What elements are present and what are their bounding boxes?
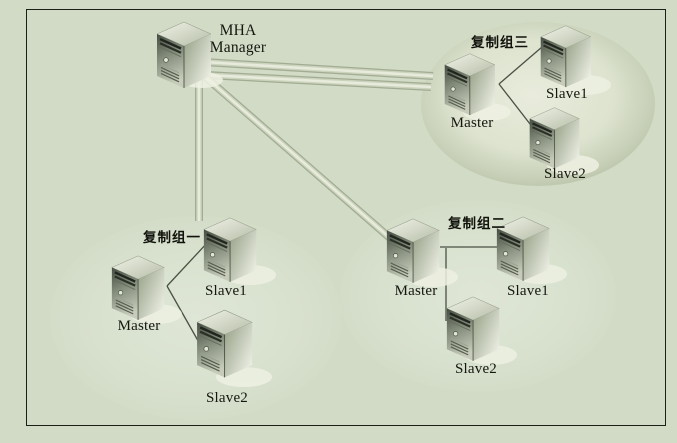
group1-halo bbox=[50, 216, 342, 420]
group2-slave1-label: Slave1 bbox=[506, 283, 550, 299]
group2-slave2-server-icon bbox=[445, 295, 501, 363]
line-g3-master-slave1 bbox=[498, 46, 543, 85]
line-g1-master-slave1 bbox=[166, 241, 209, 287]
mha-manager-server-icon bbox=[155, 20, 213, 90]
group2-master-server-icon bbox=[385, 217, 441, 285]
group1-slave2-server-icon bbox=[195, 308, 254, 379]
line-g1-master-slave2 bbox=[166, 285, 202, 347]
group3-master-label: Master bbox=[450, 115, 494, 131]
group1-slave2-label: Slave2 bbox=[205, 390, 249, 406]
group1-master-server-icon bbox=[110, 254, 166, 322]
group2-slave2-label: Slave2 bbox=[454, 361, 498, 377]
group2-title: 复制组二 bbox=[448, 216, 506, 231]
mha-manager-label-line2: Manager bbox=[209, 39, 267, 56]
mha-manager-label: MHA Manager bbox=[210, 22, 266, 56]
group3-slave1-label: Slave1 bbox=[545, 86, 589, 102]
group2-master-label: Master bbox=[394, 283, 438, 299]
mha-manager-label-line1: MHA bbox=[219, 22, 257, 39]
group3-title: 复制组三 bbox=[471, 35, 529, 50]
group3-master-server-icon bbox=[443, 52, 497, 117]
group3-slave2-server-icon bbox=[528, 106, 581, 170]
group3-slave2-label: Slave2 bbox=[543, 166, 587, 182]
group1-title: 复制组一 bbox=[143, 230, 201, 245]
group1-slave1-label: Slave1 bbox=[204, 283, 248, 299]
pipe-manager-to-group3-b bbox=[205, 71, 432, 91]
group1-master-label: Master bbox=[117, 318, 161, 334]
group1-slave1-server-icon bbox=[202, 216, 258, 284]
group3-slave1-server-icon bbox=[539, 24, 593, 89]
pipe-manager-to-group2 bbox=[199, 70, 393, 242]
pipe-manager-to-group3-a bbox=[203, 58, 434, 80]
